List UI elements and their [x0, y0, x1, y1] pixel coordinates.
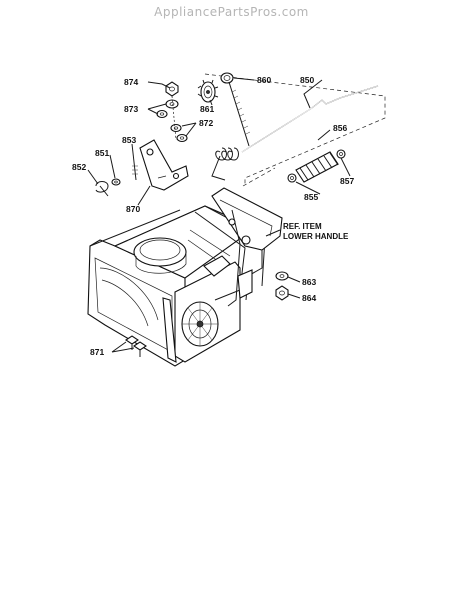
- callout-861: 861: [200, 104, 214, 114]
- lower-handle-frame: [203, 187, 283, 307]
- callout-864: 864: [302, 293, 316, 303]
- washer-863: [275, 271, 289, 281]
- dashed-reference-outline: [204, 73, 386, 187]
- callout-850: 850: [300, 75, 314, 85]
- callout-871: 871: [90, 347, 104, 357]
- shift-rod-850: [211, 85, 379, 181]
- washer-872: [170, 123, 188, 143]
- callout-856: 856: [333, 123, 347, 133]
- washer-873: [156, 99, 179, 119]
- callout-labels: 860 850 856 857 855 861 874 873 872 853 …: [72, 75, 354, 357]
- nut-874: [165, 81, 179, 97]
- reference-note-line2: LOWER HANDLE: [283, 232, 349, 241]
- callout-857: 857: [340, 176, 354, 186]
- pin-853: [132, 161, 138, 181]
- leader-lines: [87, 77, 351, 353]
- washer-855: [287, 173, 297, 183]
- reference-note-line1: REF. ITEM: [283, 222, 322, 231]
- screw-871: [125, 335, 147, 357]
- callout-855: 855: [304, 192, 318, 202]
- eyebolt-860: [220, 72, 251, 147]
- clip-852: [95, 181, 109, 197]
- callout-873: 873: [124, 104, 138, 114]
- bracket-870: [139, 139, 189, 191]
- callout-852: 852: [72, 162, 86, 172]
- callout-870: 870: [126, 204, 140, 214]
- callout-874: 874: [124, 77, 138, 87]
- washer-857: [336, 149, 346, 159]
- callout-872: 872: [199, 118, 213, 128]
- callout-863: 863: [302, 277, 316, 287]
- nut-864: [275, 285, 289, 301]
- watermark: AppliancePartsPros.com: [154, 5, 309, 19]
- gear-wheel-861: [197, 79, 219, 103]
- auger-housing-assembly: [87, 205, 266, 367]
- callout-860: 860: [257, 75, 271, 85]
- callout-853: 853: [122, 135, 136, 145]
- washer-851: [111, 178, 121, 186]
- spring-856: [295, 151, 339, 183]
- callout-851: 851: [95, 148, 109, 158]
